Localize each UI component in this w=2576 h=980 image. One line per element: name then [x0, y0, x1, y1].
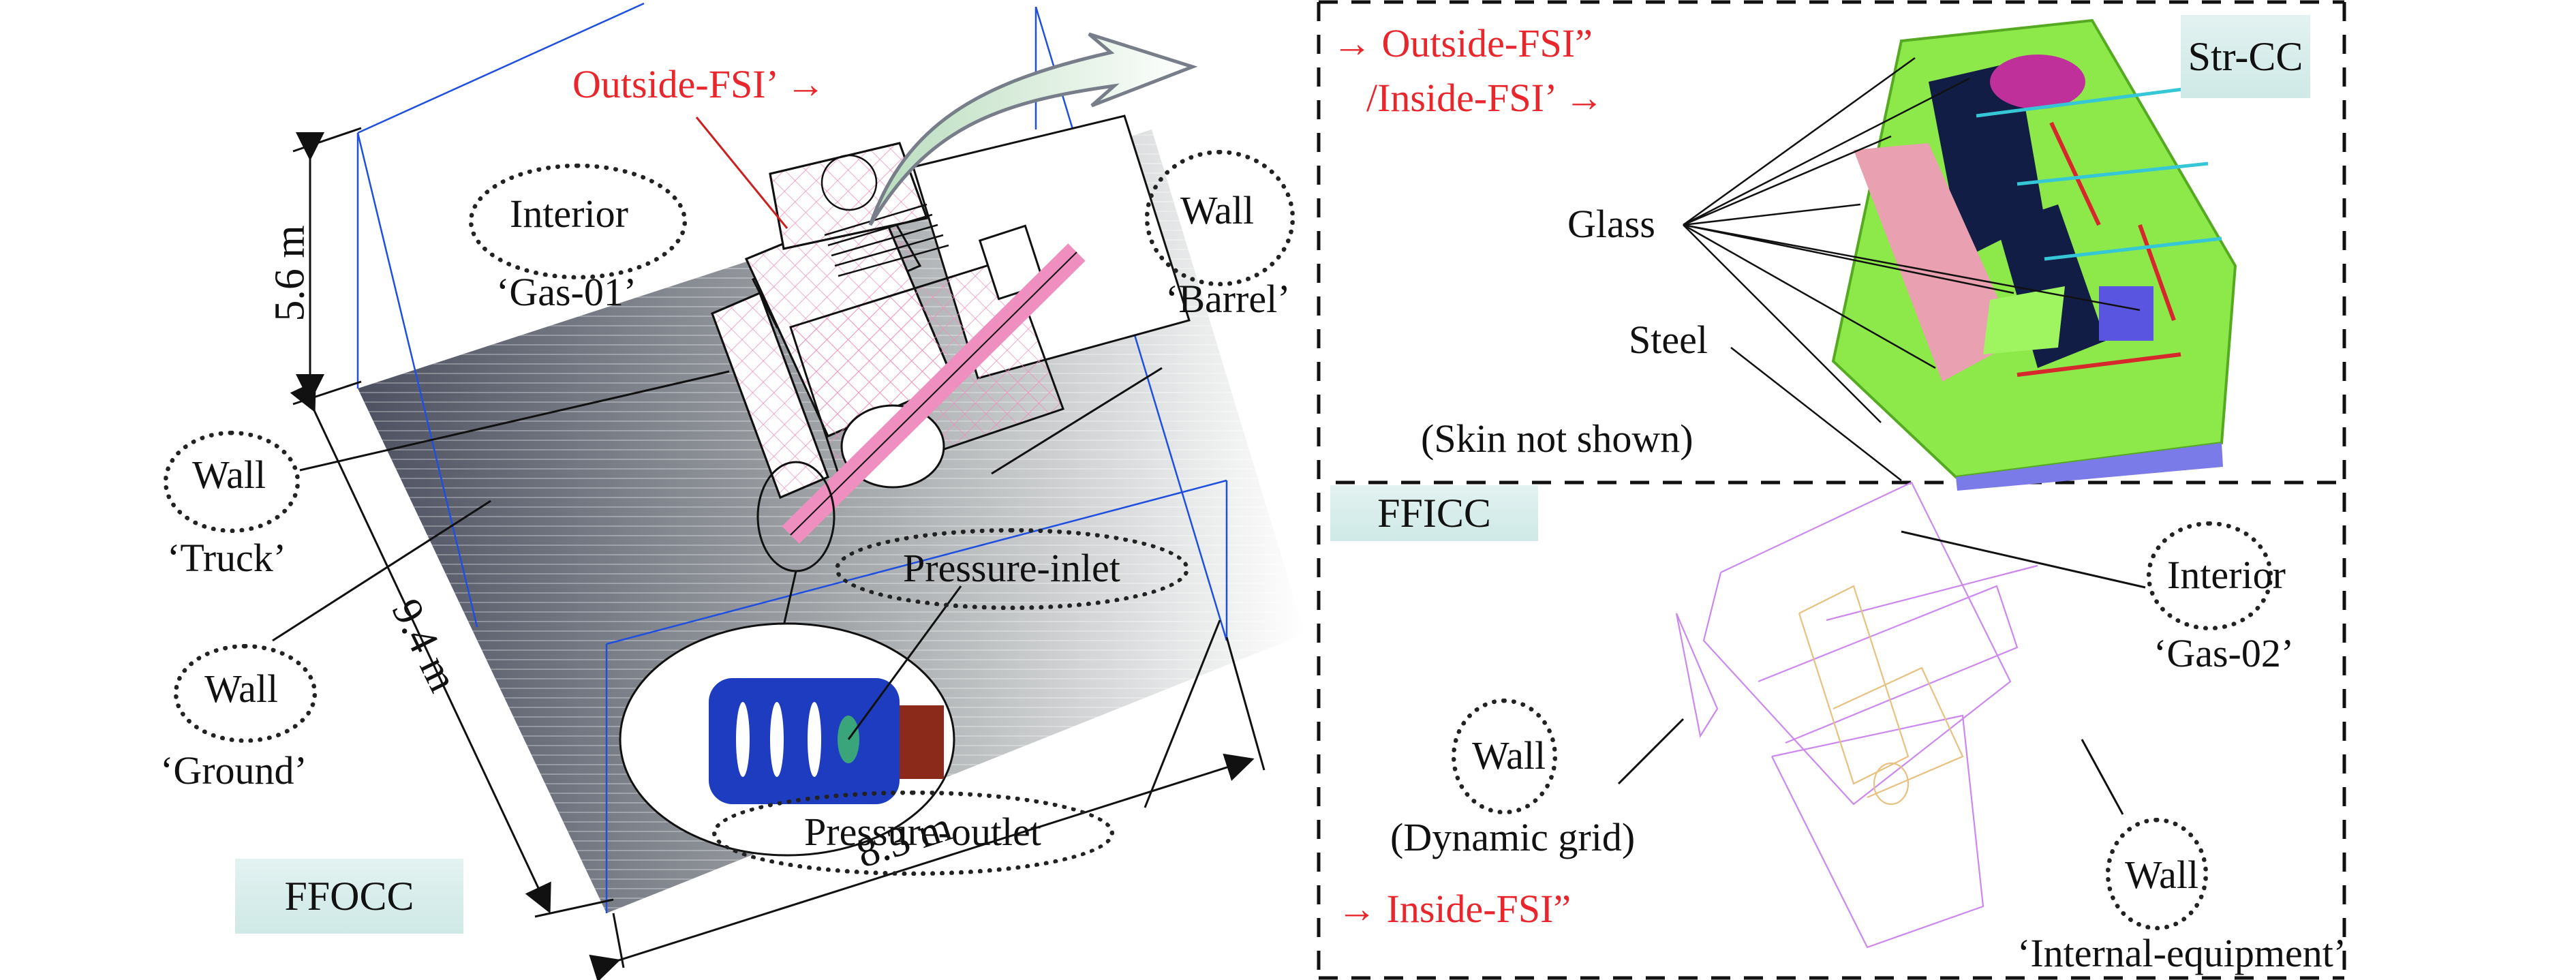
- fsi-label-inside-prime: /Inside-FSI’ →: [1366, 78, 1604, 118]
- glass-leaders: [1683, 57, 2141, 423]
- boundary-oval-pressure-inlet: [835, 528, 1189, 610]
- boundary-name-barrel: ‘Barrel’: [1165, 277, 1291, 321]
- material-label-steel: Steel: [1629, 318, 1708, 362]
- fsi-label-inside-double-prime: → Inside-FSI”: [1337, 889, 1571, 929]
- barrel-slats: [824, 203, 949, 277]
- boundary-oval-wall-barrel: [1145, 150, 1295, 286]
- structure-model: [1831, 18, 2237, 491]
- boundary-oval-interior-gas01: [469, 164, 687, 279]
- boundary-oval-wall-dynamic-grid: [1452, 699, 1557, 814]
- badge-fficc: FFICC: [1330, 485, 1538, 541]
- boundary-oval-pressure-outlet: [712, 791, 1114, 876]
- arrow-right-icon: →: [1564, 76, 1604, 120]
- boundary-name-internal-equipment: ‘Internal-equipment’: [2017, 931, 2347, 975]
- steel-leader: [1730, 347, 1902, 481]
- material-label-glass: Glass: [1567, 202, 1655, 246]
- badge-str-cc: Str-CC: [2181, 15, 2310, 98]
- right-panel-frame: [1317, 0, 2346, 980]
- badge-ffocc: FFOCC: [235, 859, 463, 934]
- boundary-name-ground: ‘Ground’: [160, 748, 307, 793]
- arrow-right-icon: →: [1337, 887, 1377, 931]
- fsi-label-outside-prime: Outside-FSI’ →: [572, 65, 825, 104]
- boundary-type-interior: Interior: [510, 192, 628, 236]
- fsi-leader-outside: [695, 117, 788, 229]
- boundary-oval-wall-ground: [174, 644, 317, 743]
- truck-model: [711, 114, 1191, 544]
- arrow-right-icon: →: [1332, 21, 1372, 65]
- fluid-domain-wireframe: [1675, 481, 2038, 949]
- skin-not-shown-note: (Skin not shown): [1421, 416, 1693, 461]
- fsi-label-text: /Inside-FSI’: [1366, 76, 1555, 120]
- boundary-type-wall: Wall: [1180, 188, 1255, 232]
- boundary-oval-interior-gas02: [2147, 521, 2273, 630]
- boundary-name-gas01: ‘Gas-01’: [496, 270, 637, 314]
- boundary-type-wall: Wall: [1472, 733, 1546, 778]
- fsi-label-outside-double-prime: → Outside-FSI”: [1332, 24, 1593, 63]
- leader-lines-right: [1617, 530, 2146, 815]
- boundary-name-dynamic-grid: (Dynamic grid): [1390, 815, 1636, 859]
- dimension-height-label: 5.6 m: [266, 225, 313, 322]
- boundary-name-gas02: ‘Gas-02’: [2153, 631, 2295, 675]
- boundary-oval-wall-truck: [164, 431, 300, 533]
- boundary-type-wall: Wall: [204, 667, 279, 711]
- boundary-type-interior: Interior: [2167, 553, 2286, 597]
- boundary-name-truck: ‘Truck’: [167, 536, 287, 580]
- fsi-label-text: Outside-FSI’: [572, 62, 776, 106]
- fsi-label-text: Inside-FSI”: [1386, 887, 1571, 931]
- boundary-type-wall: Wall: [192, 453, 266, 497]
- leader-lines-left: [272, 367, 1221, 808]
- transfer-arrow: [868, 32, 1198, 226]
- fsi-label-text: Outside-FSI”: [1381, 21, 1593, 65]
- boundary-type-wall: Wall: [2125, 853, 2199, 897]
- boundary-type-pressure-inlet: Pressure-inlet: [903, 546, 1120, 590]
- boundary-type-pressure-outlet: Pressure-outlet: [804, 810, 1041, 854]
- boundary-oval-wall-internal-equipment: [2106, 818, 2208, 930]
- arrow-right-icon: →: [786, 62, 826, 106]
